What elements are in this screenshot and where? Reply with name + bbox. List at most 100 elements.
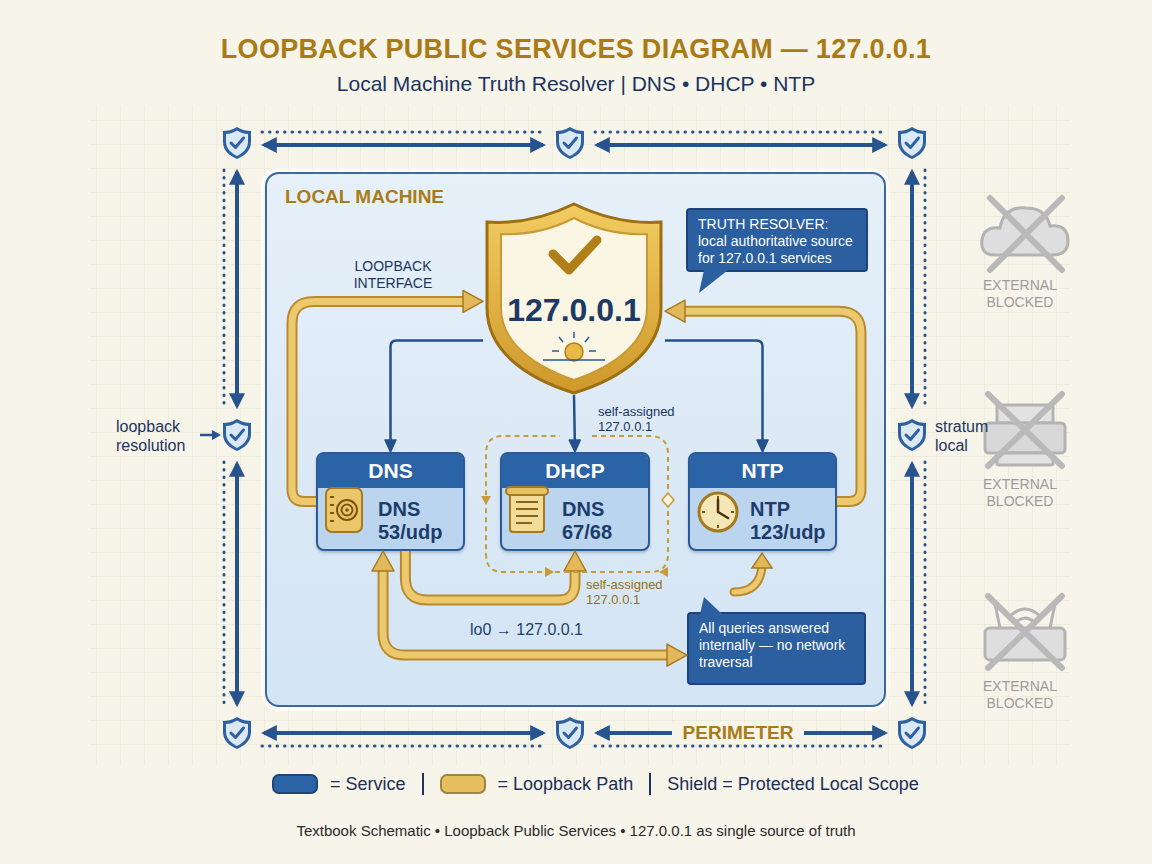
loop-diamond — [662, 493, 674, 507]
block-cross — [988, 394, 1062, 466]
link-line — [391, 340, 484, 442]
blocked-label: EXTERNAL BLOCKED — [960, 277, 1080, 310]
side-label: stratum local — [935, 418, 1015, 456]
path-fill — [383, 567, 671, 655]
shield-address: 127.0.0.1 — [483, 292, 665, 329]
perimeter-arrow — [597, 731, 885, 735]
arrowhead — [667, 644, 687, 666]
loopback-path — [665, 300, 861, 501]
ntp-return-arrow — [734, 553, 772, 592]
callout-tail — [700, 597, 722, 614]
icon-spiral — [345, 508, 349, 512]
perimeter-arrows — [237, 145, 912, 733]
service-link — [569, 395, 580, 452]
external-cloud-blocked — [982, 198, 1068, 270]
self-assign-loop — [481, 436, 674, 577]
region-heading: LOCAL MACHINE — [285, 186, 444, 208]
perimeter-shield — [556, 127, 584, 159]
perimeter-arrow — [597, 143, 885, 147]
loop-arrowhead — [481, 496, 491, 505]
gold-arrow-outline — [734, 566, 762, 592]
side-label: loopback resolution — [116, 418, 216, 456]
path-outline — [292, 301, 467, 501]
link-line — [665, 340, 763, 442]
perimeter-shield — [556, 717, 584, 749]
loopback-path — [292, 290, 483, 501]
arrowhead — [665, 300, 685, 322]
perimeter-shield — [223, 717, 251, 749]
path-outline — [681, 311, 861, 501]
clock-face — [699, 493, 737, 531]
legend-separator — [649, 773, 651, 795]
service-link — [385, 340, 483, 452]
path-fill — [681, 311, 861, 501]
clock-hands — [718, 500, 728, 518]
loopback-path — [372, 551, 687, 666]
service-port: DNS 53/udp — [378, 498, 460, 544]
callout-box: All queries answered internally — no net… — [687, 612, 866, 685]
subtitle: Local Machine Truth Resolver | DNS • DHC… — [0, 72, 1152, 97]
dashed-loop — [486, 436, 668, 572]
gold-arrow-fill — [734, 566, 762, 592]
scroll-lines — [516, 502, 538, 523]
resolver-shield: 127.0.0.1 — [483, 200, 665, 395]
path-fill — [405, 551, 575, 600]
arrowhead — [463, 290, 483, 312]
legend-row: = Service= Loopback PathShield = Protect… — [272, 773, 919, 795]
check-mark — [553, 240, 597, 270]
dns-icon — [326, 488, 362, 532]
loop-arrowhead — [545, 567, 554, 577]
service-box: DNS DNS 53/udp — [316, 452, 465, 551]
service-box: NTP NTP 123/udp — [688, 452, 837, 551]
arrowhead — [569, 440, 580, 452]
legend-swatch — [440, 774, 486, 794]
icon-body — [326, 488, 362, 532]
block-cross — [990, 198, 1062, 270]
service-header: DNS — [318, 454, 463, 488]
server-icon — [997, 453, 1053, 465]
icon-ticks — [330, 497, 334, 521]
service-header: NTP — [690, 454, 835, 488]
dhcp-icon — [506, 487, 548, 532]
clock-ticks — [702, 496, 734, 528]
grid-background — [90, 105, 1070, 765]
perimeter-dotted — [224, 132, 925, 746]
ntp-icon — [699, 493, 737, 531]
perimeter-arrow — [264, 143, 543, 147]
callout-text: TRUTH RESOLVER: local authoritative sour… — [698, 216, 856, 267]
perimeter-shield — [223, 419, 251, 451]
legend-text: Shield = Protected Local Scope — [667, 774, 919, 795]
pointer-head — [212, 430, 221, 440]
perimeter-shields — [223, 127, 926, 749]
arrowhead — [564, 551, 586, 571]
perimeter-shield — [898, 127, 926, 159]
perimeter-arrow — [910, 464, 914, 704]
perimeter-arrow — [264, 731, 543, 735]
perimeter-arrow — [235, 464, 239, 704]
legend-swatch — [272, 774, 318, 794]
service-link — [665, 340, 768, 452]
path-outline — [405, 551, 575, 600]
diagram-caption: Textbook Schematic • Loopback Public Ser… — [0, 822, 1152, 839]
blocked-label: EXTERNAL BLOCKED — [960, 678, 1080, 711]
path-fill — [292, 301, 467, 501]
path-outline — [383, 567, 671, 655]
external-server-blocked — [985, 394, 1065, 466]
perimeter-arrow — [910, 172, 914, 406]
sun-rays — [543, 332, 605, 360]
resolution-pointer — [200, 430, 221, 440]
scroll-roll — [506, 487, 548, 495]
sun-symbol — [565, 343, 583, 361]
callout-text: All queries answered internally — no net… — [699, 620, 854, 671]
external-router-blocked — [985, 596, 1065, 668]
service-port: NTP 123/udp — [750, 498, 832, 544]
blocked-label: EXTERNAL BLOCKED — [960, 476, 1080, 509]
icon-spiral — [342, 505, 353, 516]
perimeter-shield — [898, 419, 926, 451]
pointer-line — [200, 434, 214, 437]
callout-box: TRUTH RESOLVER: local authoritative sour… — [686, 208, 868, 272]
legend-separator — [422, 773, 424, 795]
scroll-body — [510, 492, 544, 532]
